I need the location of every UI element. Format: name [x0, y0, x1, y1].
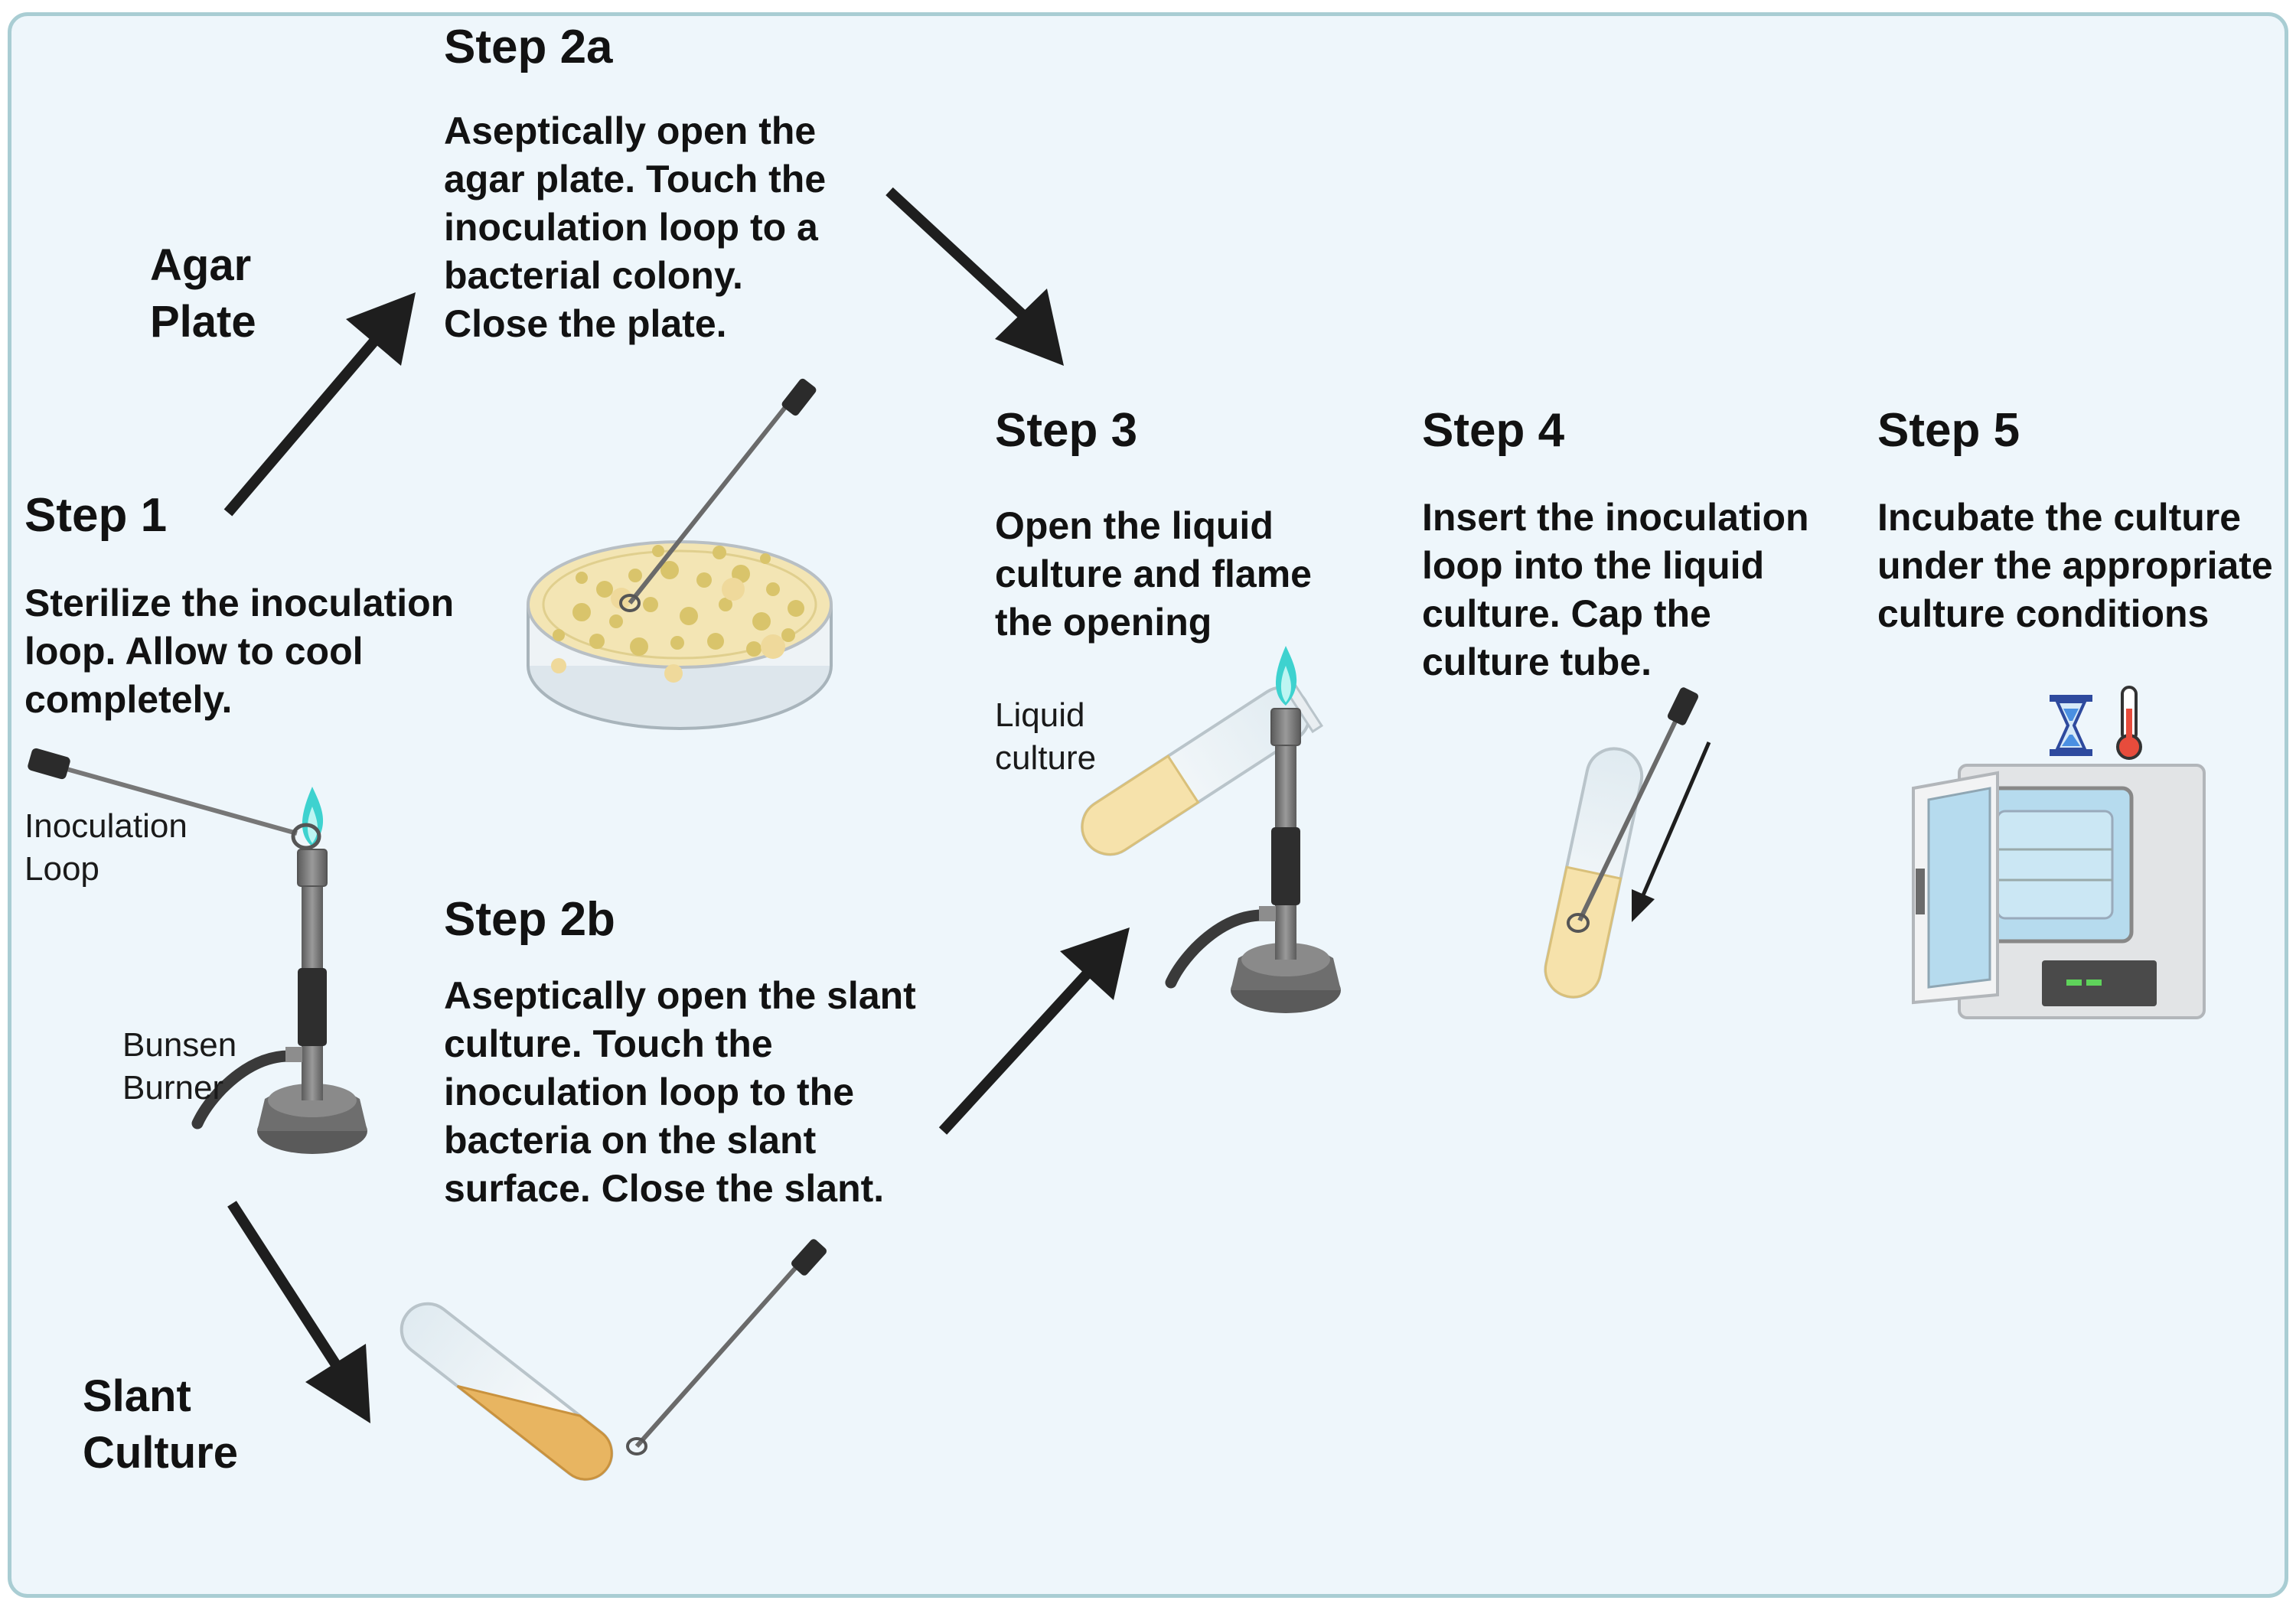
liquid-culture-tube-icon [1081, 673, 1324, 856]
hourglass-icon [2050, 695, 2092, 756]
step3-description: Open the liquid culture and flame the op… [995, 504, 1312, 644]
step5-description: Incubate the culture under the appropria… [1877, 496, 2273, 635]
arrow-step1-to-slant [227, 1201, 370, 1423]
label-liquid-culture: Liquid culture [995, 696, 1097, 777]
arrow-slant-to-step3 [938, 927, 1130, 1135]
label-inoculation-loop: Inoculation Loop [24, 807, 188, 888]
branch-label-agar-plate: Agar Plate [150, 240, 256, 347]
petri-dish-icon [527, 378, 833, 730]
thermometer-icon [2116, 686, 2142, 760]
step5-title: Step 5 [1877, 404, 2020, 457]
inoculation-loop-icon [28, 748, 321, 850]
step2b-description: Aseptically open the slant culture. Touc… [444, 974, 916, 1210]
step1-description: Sterilize the inoculation loop. Allow to… [24, 582, 455, 721]
incubator-icon [1912, 764, 2206, 1019]
step4-description: Insert the inoculation loop into the liq… [1422, 496, 1809, 683]
arrow-step1-to-agar [223, 292, 416, 517]
inoculation-loop-icon [1544, 687, 1711, 999]
step2b-title: Step 2b [444, 893, 615, 946]
label-bunsen-burner: Bunsen Burner [122, 1026, 237, 1107]
step4-title: Step 4 [1422, 404, 1565, 457]
step3-title: Step 3 [995, 404, 1138, 457]
arrow-agar-to-step3 [885, 187, 1064, 366]
slant-tube-icon [400, 1239, 827, 1482]
step2a-description: Aseptically open the agar plate. Touch t… [444, 109, 827, 345]
branch-label-slant-culture: Slant Culture [83, 1371, 238, 1478]
step1-title: Step 1 [24, 489, 168, 542]
step2a-title: Step 2a [444, 21, 613, 73]
